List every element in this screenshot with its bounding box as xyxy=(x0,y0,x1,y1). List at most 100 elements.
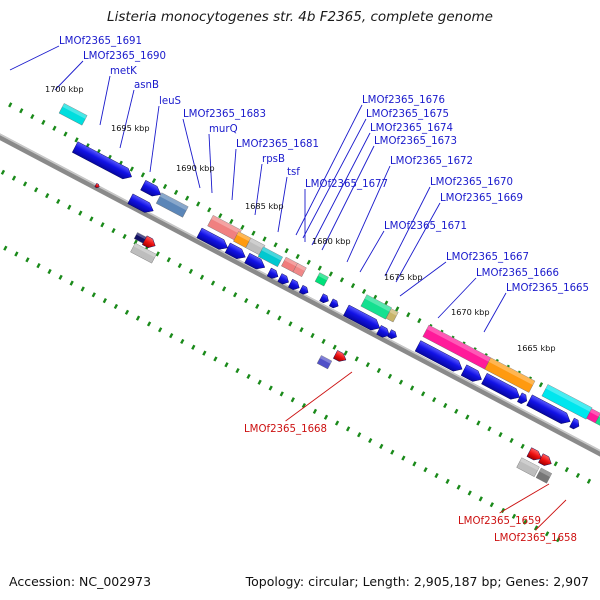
gene-label[interactable]: LMOf2365_1672 xyxy=(390,156,473,167)
tick-mark xyxy=(354,356,359,362)
gene-label[interactable]: leuS xyxy=(159,96,181,107)
tick-mark xyxy=(454,408,459,414)
tick-mark xyxy=(251,230,256,236)
map-title: Listeria monocytogenes str. 4b F2365, co… xyxy=(107,9,493,25)
tick-mark xyxy=(129,166,134,172)
kbp-marker: 1700 kbp xyxy=(45,84,84,94)
gene-labels[interactable]: LMOf2365_1691LMOf2365_1690metKasnBleuSLM… xyxy=(59,36,589,544)
tick-mark xyxy=(288,321,293,327)
gene-label[interactable]: LMOf2365_1666 xyxy=(476,268,559,279)
gene-feature xyxy=(71,141,132,180)
gene-feature xyxy=(538,453,552,466)
tick-mark xyxy=(255,303,260,309)
gene-label[interactable]: LMOf2365_1674 xyxy=(370,123,453,134)
tick-mark xyxy=(166,257,171,263)
gene-label[interactable]: murQ xyxy=(209,124,238,135)
gene-label[interactable]: LMOf2365_1669 xyxy=(440,193,523,204)
gene-feature xyxy=(277,273,289,285)
tick-mark xyxy=(323,414,329,420)
gene-feature xyxy=(316,355,333,370)
leader-line xyxy=(285,371,353,422)
gene-label[interactable]: asnB xyxy=(134,80,159,91)
tick-mark xyxy=(244,297,249,304)
gene-label[interactable]: rpsB xyxy=(262,154,285,165)
tick-mark xyxy=(409,385,415,391)
gene-label[interactable]: LMOf2365_1681 xyxy=(236,139,319,150)
kbp-marker: 1675 kbp xyxy=(384,272,423,282)
tick-mark xyxy=(102,298,107,304)
tick-mark xyxy=(279,391,284,397)
gene-feature xyxy=(586,408,600,424)
tick-mark xyxy=(299,327,304,333)
tick-mark xyxy=(545,531,550,537)
tick-mark xyxy=(210,280,216,286)
tick-mark xyxy=(376,367,382,374)
tick-mark xyxy=(445,478,450,484)
tick-mark xyxy=(306,259,311,265)
tick-mark xyxy=(290,397,295,403)
tick-mark xyxy=(509,437,514,444)
tick-mark xyxy=(30,113,35,120)
tick-mark xyxy=(22,181,28,187)
tick-mark xyxy=(465,414,470,420)
tick-mark xyxy=(180,338,185,345)
gene-label[interactable]: LMOf2365_1690 xyxy=(83,51,166,62)
tick-mark xyxy=(240,224,245,230)
tick-mark xyxy=(390,449,395,455)
tick-mark xyxy=(301,402,307,409)
tick-mark xyxy=(533,525,539,531)
gene-label[interactable]: LMOf2365_1670 xyxy=(430,177,513,188)
leader-line xyxy=(483,292,507,333)
tick-mark xyxy=(511,513,517,519)
gene-feature xyxy=(376,325,390,338)
gene-label[interactable]: metK xyxy=(110,66,137,77)
gene-label[interactable]: LMOf2365_1691 xyxy=(59,36,142,47)
leader-line xyxy=(295,104,363,236)
tick-mark xyxy=(395,306,400,312)
gene-label[interactable]: LMOf2365_1677 xyxy=(305,179,388,190)
gene-label[interactable]: LMOf2365_1659 xyxy=(458,516,541,527)
gene-feature xyxy=(526,394,571,424)
gene-label[interactable]: LMOf2365_1683 xyxy=(183,109,266,120)
gene-feature xyxy=(333,350,347,362)
tick-mark xyxy=(443,402,448,409)
tick-mark xyxy=(47,268,52,275)
gene-label[interactable]: LMOf2365_1671 xyxy=(384,221,467,232)
gene-label[interactable]: LMOf2365_1673 xyxy=(374,136,457,147)
leader-line xyxy=(535,499,567,531)
tick-mark xyxy=(169,333,174,339)
tick-mark xyxy=(188,268,194,274)
tick-mark xyxy=(3,245,8,251)
tick-mark xyxy=(233,292,238,298)
tick-mark xyxy=(361,288,367,295)
gene-label[interactable]: LMOf2365_1658 xyxy=(494,533,577,544)
gene-feature xyxy=(244,252,266,270)
tick-mark xyxy=(476,420,481,426)
gene-feature xyxy=(224,242,246,259)
leader-line xyxy=(346,165,391,263)
gene-label[interactable]: LMOf2365_1667 xyxy=(446,252,529,263)
gene-feature xyxy=(535,467,553,484)
genome-stats-label: Topology: circular; Length: 2,905,187 bp… xyxy=(245,574,589,589)
gene-label[interactable]: LMOf2365_1676 xyxy=(362,95,445,106)
tick-mark xyxy=(218,213,223,219)
leader-line xyxy=(119,89,135,149)
tick-mark xyxy=(553,461,558,467)
tick-mark xyxy=(146,321,152,327)
tick-mark xyxy=(0,169,6,175)
tick-mark xyxy=(489,502,494,508)
gene-label[interactable]: tsf xyxy=(287,167,300,178)
gene-feature xyxy=(484,357,536,393)
gene-label[interactable]: LMOf2365_1665 xyxy=(506,283,589,294)
gene-feature xyxy=(288,278,300,290)
tick-mark xyxy=(45,193,50,199)
gene-label[interactable]: LMOf2365_1675 xyxy=(366,109,449,120)
gene-feature xyxy=(569,417,580,430)
tick-mark xyxy=(522,519,528,525)
leader-line xyxy=(321,145,375,251)
gene-label[interactable]: LMOf2365_1668 xyxy=(244,424,327,435)
accession-label: Accession: NC_002973 xyxy=(9,574,152,589)
kbp-marker: 1685 kbp xyxy=(245,201,284,211)
tick-mark xyxy=(412,461,417,467)
